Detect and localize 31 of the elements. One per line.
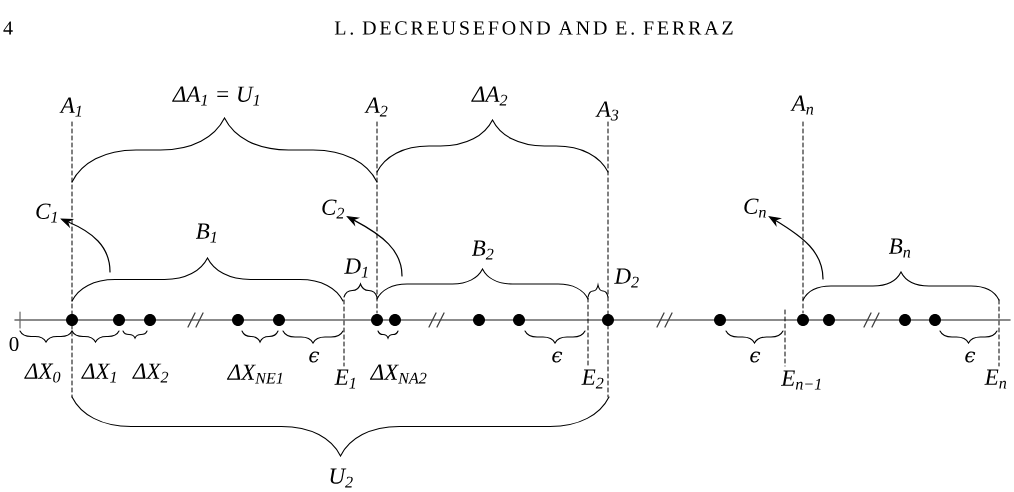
brace-label: ϵ <box>309 351 320 363</box>
variable-label: C$_{2}$ <box>322 199 345 219</box>
origin-label: 0 <box>9 336 19 352</box>
brace-label: ϵ <box>965 351 976 363</box>
brace-label: B$_{2}$ <box>471 240 494 260</box>
brace-label: ϵ <box>750 351 761 363</box>
variable-label: C$_{n}$ <box>744 198 766 218</box>
brace-label: ϵ <box>552 351 563 363</box>
brace-label: ΔA$_{1}$ = U$_{1}$ <box>172 86 259 106</box>
brace-label: U$_{2}$ <box>330 468 353 488</box>
brace-label: ΔX$_{2}$ <box>132 363 169 383</box>
point-label: A$_{2}$ <box>364 97 388 117</box>
brace-label: ΔX$_{NA2}$ <box>369 364 427 384</box>
brace-label: ΔX$_{1}$ <box>81 363 116 383</box>
brace-label: ΔA$_{2}$ <box>471 86 508 106</box>
brace-label: ΔX$_{NE1}$ <box>226 364 283 384</box>
point-label: E$_{n−1}$ <box>781 370 821 390</box>
point-label: A$_{n}$ <box>790 95 814 115</box>
brace-label: B$_{n}$ <box>888 238 911 258</box>
variable-label: C$_{1}$ <box>36 203 57 223</box>
running-head: L. DECREUSEFOND AND E. FERRAZ <box>334 21 733 35</box>
page-number: 4 <box>3 21 13 35</box>
point-label: E$_{2}$ <box>581 369 604 389</box>
point-label: A$_{3}$ <box>595 101 619 121</box>
point-label: E$_{n}$ <box>984 369 1007 389</box>
point-label: A$_{1}$ <box>59 97 82 117</box>
point-label: E$_{1}$ <box>334 369 356 389</box>
brace-label: D$_{2}$ <box>614 268 639 288</box>
brace-label: B$_{1}$ <box>195 223 217 243</box>
brace-label: ΔX$_{0}$ <box>24 363 61 383</box>
brace-label: D$_{1}$ <box>344 258 368 278</box>
